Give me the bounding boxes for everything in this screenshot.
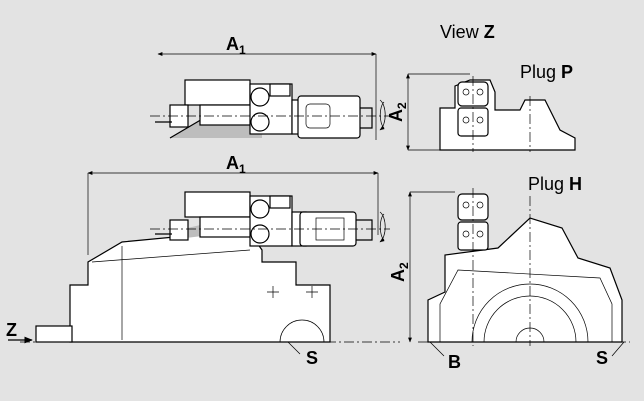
- view-z-label: View Z: [440, 22, 495, 42]
- point-s-right-label: S: [596, 348, 608, 368]
- dim-a2-bottom-label: A2: [388, 262, 411, 282]
- pump-body-edge: [91, 249, 251, 263]
- port: [476, 116, 484, 124]
- screw-head: [269, 83, 291, 97]
- cross-mark: [267, 286, 279, 298]
- leader-b: [429, 341, 445, 357]
- mount-bore: [279, 319, 325, 343]
- bottom-right-view-z-plug-h: [408, 188, 630, 357]
- valve-body-middle-h: [199, 216, 256, 238]
- leader-s-right: [611, 341, 625, 357]
- rotation-arrow-back: [379, 101, 385, 129]
- adjust-knob-top: [250, 87, 270, 107]
- valve-body-upper-h: [184, 191, 251, 218]
- port: [462, 116, 470, 124]
- solenoid-coil-p: [297, 95, 361, 139]
- housing-bore-outer: [471, 283, 589, 343]
- adjust-knob-bottom: [250, 112, 270, 132]
- plug-h-label: Plug H: [528, 174, 582, 194]
- dim-a1-bottom-label: A1: [226, 153, 246, 176]
- port: [476, 230, 484, 238]
- axis-z-label: Z: [6, 320, 17, 340]
- leader-s: [287, 341, 301, 355]
- cross-mark: [306, 286, 318, 298]
- solenoid-end: [360, 107, 373, 129]
- fitting-left-h: [169, 219, 189, 241]
- port: [462, 88, 470, 96]
- plug-p-label: Plug P: [520, 62, 573, 82]
- point-b-label: B: [448, 352, 461, 372]
- rotation-arrow-h: [379, 211, 386, 243]
- bottom-left-pump-view: [8, 171, 400, 355]
- port: [476, 201, 484, 209]
- rotation-arrow: [379, 99, 386, 131]
- solenoid-end-h: [356, 219, 373, 241]
- dim-a1-top-label: A1: [226, 34, 246, 57]
- port: [476, 88, 484, 96]
- dim-a2-top-label: A2: [386, 102, 409, 122]
- port: [462, 201, 470, 209]
- port: [462, 230, 470, 238]
- valve-body-middle: [199, 104, 256, 126]
- pump-body: [69, 229, 331, 343]
- adjust-knob-bottom-h: [250, 224, 270, 244]
- housing-inner: [439, 269, 613, 342]
- top-right-view-z-plug-p: [406, 73, 576, 152]
- rotation-arrow-back-h: [379, 213, 385, 241]
- screw-head-h: [269, 195, 291, 209]
- top-left-valve-view: [150, 52, 390, 140]
- shaft-flange: [35, 325, 73, 343]
- adjust-knob-top-h: [250, 199, 270, 219]
- valve-body-upper: [184, 79, 251, 106]
- point-s-left-label: S: [306, 348, 318, 368]
- pump-housing-h: [427, 217, 623, 343]
